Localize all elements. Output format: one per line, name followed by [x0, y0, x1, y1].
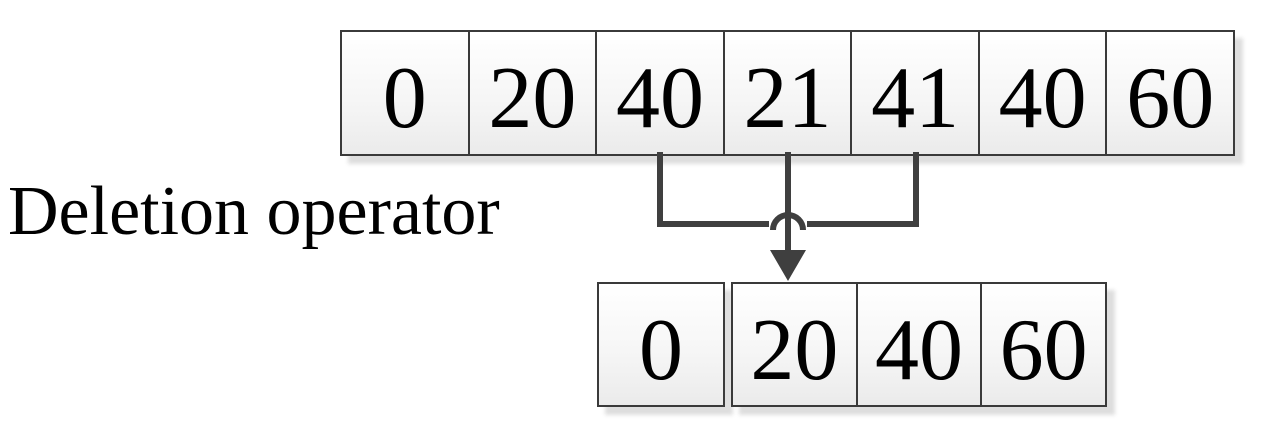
array-cell: 20	[750, 301, 839, 399]
array-cell: 40	[855, 284, 981, 405]
array-cell: 20	[467, 32, 596, 154]
array-cell: 40	[977, 32, 1106, 154]
result-array-left: 0	[597, 282, 725, 407]
array-cell: 60	[1105, 32, 1233, 154]
array-cell: 41	[850, 32, 978, 154]
connector-right-line	[807, 152, 919, 227]
array-cell: 0	[382, 50, 427, 147]
array-cell: 21	[722, 32, 851, 154]
array-cell: 0	[639, 301, 683, 399]
deletion-operator-label: Deletion operator	[8, 173, 500, 250]
array-cell: 40	[595, 32, 723, 154]
connector-left-line	[657, 152, 769, 227]
arrow-down-icon	[770, 250, 806, 281]
line-hop-arc	[770, 212, 806, 231]
array-cell: 60	[980, 284, 1105, 405]
